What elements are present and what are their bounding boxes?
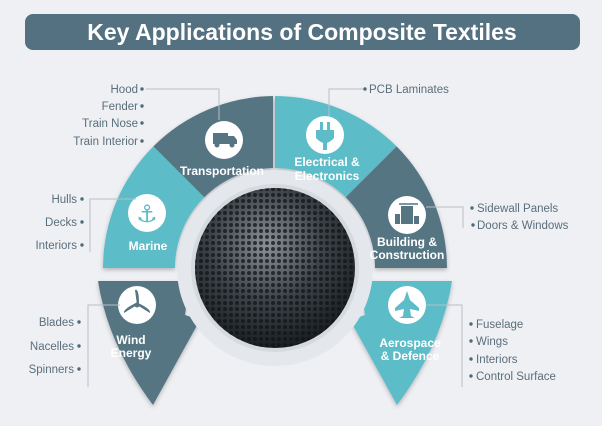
truck-icon [205, 121, 243, 159]
leader-aerospace [426, 304, 463, 387]
list-item: Decks [45, 217, 77, 229]
composite-textile-sphere [195, 188, 355, 348]
transportation-items: Hood Fender Train Nose Train Interior [73, 84, 144, 148]
list-item: Fuselage [476, 319, 523, 331]
list-item: Wings [476, 336, 508, 348]
list-item: Blades [39, 317, 74, 329]
leader-marine [89, 198, 136, 252]
leader-transportation [146, 88, 220, 120]
anchor-icon: ⚓ [128, 194, 166, 232]
list-item: Fender [102, 101, 139, 113]
segment-aerospace [350, 281, 452, 405]
wind-items: Blades Nacelles Spinners [29, 317, 81, 376]
list-item: Hulls [51, 194, 77, 206]
label-wind-2: Energy [111, 346, 152, 360]
label-aerospace-1: Aerospace [379, 336, 441, 350]
leader-building [426, 206, 464, 228]
label-electrical-1: Electrical & [294, 155, 360, 169]
label-building-1: Building & [377, 235, 437, 249]
list-item: Train Interior [73, 136, 138, 148]
list-item: Doors & Windows [477, 220, 569, 232]
list-item: Train Nose [82, 118, 138, 130]
label-marine: Marine [129, 239, 168, 253]
list-item: PCB Laminates [369, 84, 449, 96]
wind-turbine-icon [118, 286, 156, 324]
list-item: Interiors [476, 354, 518, 366]
label-electrical-2: Electronics [295, 169, 360, 183]
title-banner: Key Applications of Composite Textiles [25, 14, 580, 50]
list-item: Nacelles [30, 341, 74, 353]
leader-wind [87, 304, 120, 387]
list-item: Sidewall Panels [477, 203, 558, 215]
electrical-items: PCB Laminates [363, 84, 449, 96]
list-item: Spinners [29, 364, 75, 376]
leader-electrical [328, 88, 364, 116]
page-title: Key Applications of Composite Textiles [87, 19, 516, 45]
marine-items: Hulls Decks Interiors [35, 194, 84, 252]
building-icon [388, 196, 426, 234]
list-item: Hood [111, 84, 139, 96]
list-item: Interiors [35, 240, 77, 252]
label-wind-1: Wind [116, 333, 145, 347]
fighter-jet-icon [388, 286, 426, 324]
building-items: Sidewall Panels Doors & Windows [470, 203, 569, 232]
label-building-2: Construction [370, 248, 445, 262]
plug-icon [306, 116, 344, 154]
label-aerospace-2: & Defence [381, 349, 440, 363]
svg-text:⚓: ⚓ [136, 200, 158, 228]
label-transportation: Transportation [180, 164, 264, 178]
aerospace-items: Fuselage Wings Interiors Control Surface [469, 319, 556, 383]
list-item: Control Surface [476, 371, 556, 383]
